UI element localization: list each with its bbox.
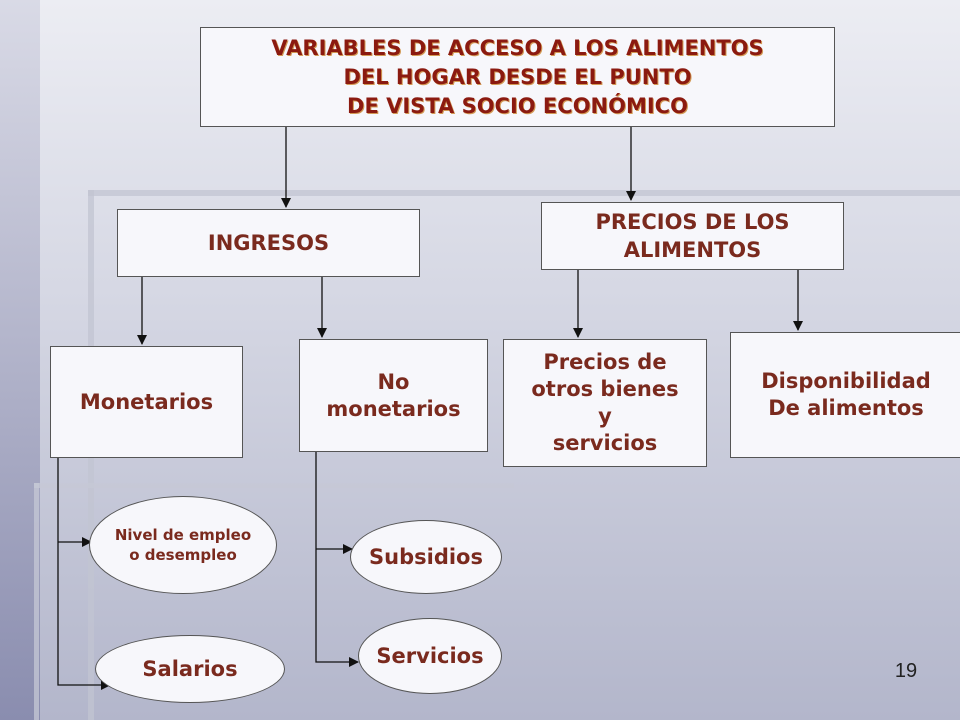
ellipse-subsidios: Subsidios <box>350 520 502 594</box>
label-no-monetarios: No monetarios <box>326 369 461 421</box>
ellipse-salarios: Salarios <box>95 635 285 703</box>
label-precios-otros: Precios de otros bienes y servicios <box>531 350 679 455</box>
connector-monetarios-trunk <box>57 458 111 690</box>
background-band <box>88 190 960 196</box>
label-disponibilidad: Disponibilidad De alimentos <box>761 369 931 420</box>
background-left-stripe <box>0 0 40 720</box>
connector-no-monetarios-trunk <box>315 452 359 667</box>
ellipse-servicios: Servicios <box>358 618 502 694</box>
label-ingresos: INGRESOS <box>207 231 330 255</box>
box-precios-alimentos: PRECIOS DE LOS ALIMENTOS <box>541 202 844 270</box>
background-band <box>34 483 514 488</box>
box-precios-otros: Precios de otros bienes y servicios <box>503 339 707 467</box>
box-monetarios: Monetarios <box>50 346 243 458</box>
label-precios-alimentos: PRECIOS DE LOS ALIMENTOS <box>595 210 790 262</box>
box-no-monetarios: No monetarios <box>299 339 488 452</box>
label-subsidios: Subsidios <box>369 545 483 569</box>
page-number: 19 <box>894 660 918 682</box>
box-ingresos: INGRESOS <box>117 209 420 277</box>
background-band <box>34 483 39 720</box>
label-salarios: Salarios <box>142 657 238 681</box>
label-monetarios: Monetarios <box>79 389 214 414</box>
ellipse-nivel-empleo: Nivel de empleo o desempleo <box>89 496 277 594</box>
diagram-title: VARIABLES DE ACCESO A LOS ALIMENTOS DEL … <box>271 35 764 118</box>
label-nivel-empleo: Nivel de empleo o desempleo <box>114 526 252 564</box>
label-servicios: Servicios <box>376 644 484 668</box>
title-box: VARIABLES DE ACCESO A LOS ALIMENTOS DEL … <box>200 27 835 127</box>
box-disponibilidad: Disponibilidad De alimentos <box>730 332 960 458</box>
